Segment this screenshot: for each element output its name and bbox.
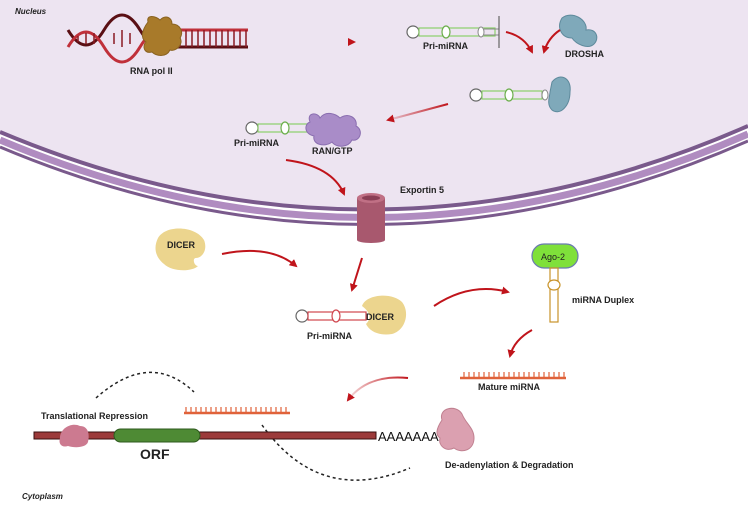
dicer-bound-label: DICER bbox=[366, 312, 395, 322]
nucleus-region bbox=[0, 0, 748, 210]
arrow-pri-to-drosha bbox=[505, 31, 533, 54]
rna-pol-ii-label: RNA pol II bbox=[130, 66, 173, 76]
ran-gtp-label: RAN/GTP bbox=[312, 146, 353, 156]
pri-mirna-hairpin-2 bbox=[245, 121, 311, 135]
mirna-duplex bbox=[547, 267, 561, 323]
arrow-to-mature bbox=[507, 329, 533, 358]
exportin-5-channel bbox=[357, 193, 385, 243]
mrna-strand bbox=[33, 431, 377, 440]
dicer-free-label: DICER bbox=[167, 240, 196, 250]
drosha-label: DROSHA bbox=[565, 49, 605, 59]
pri-mirna-label-1: Pri-miRNA bbox=[423, 41, 469, 51]
rna-pol-ii-icon bbox=[141, 16, 183, 56]
pri-mirna-label-2: Pri-miRNA bbox=[234, 138, 280, 148]
poly-a-tail: AAAAAAA bbox=[378, 429, 439, 444]
arrow-to-mrna bbox=[346, 376, 409, 402]
pri-mirna-drosha-complex bbox=[469, 76, 571, 113]
mature-mirna-label: Mature miRNA bbox=[478, 382, 541, 392]
ribosome-icon bbox=[59, 424, 89, 448]
arrow-dicer-in bbox=[221, 249, 298, 268]
pri-mirna-label-3: Pri-miRNA bbox=[307, 331, 353, 341]
pri-mirna-dicer-complex bbox=[295, 295, 407, 335]
exportin-5-label: Exportin 5 bbox=[400, 185, 444, 195]
ago2-label: Ago-2 bbox=[541, 252, 565, 262]
mirna-duplex-label: miRNA Duplex bbox=[572, 295, 634, 305]
deadenylation-label: De-adenylation & Degradation bbox=[445, 460, 574, 470]
nucleus-label: Nucleus bbox=[15, 7, 47, 16]
orf-region bbox=[113, 428, 201, 443]
dicer-icon bbox=[155, 228, 206, 271]
mature-mirna bbox=[460, 372, 566, 380]
deadenylation-enzyme-icon bbox=[436, 407, 475, 452]
ran-gtp-icon bbox=[305, 112, 361, 147]
arrow-to-ran bbox=[386, 103, 449, 123]
repression-dashed-arc bbox=[95, 371, 195, 399]
orf-label: ORF bbox=[140, 446, 170, 462]
degradation-dashed-arc bbox=[261, 424, 411, 481]
cytoplasm-label: Cytoplasm bbox=[22, 492, 63, 501]
arrow-exportin-out bbox=[349, 257, 363, 292]
arrow-to-exportin bbox=[285, 159, 346, 196]
translational-repression-label: Translational Repression bbox=[41, 411, 148, 421]
arrow-to-ago2 bbox=[433, 286, 510, 307]
pri-mirna-hairpin-1 bbox=[406, 16, 500, 48]
arrow-drosha-in bbox=[541, 29, 561, 54]
bound-mirna bbox=[184, 407, 290, 415]
drosha-icon bbox=[559, 14, 598, 47]
